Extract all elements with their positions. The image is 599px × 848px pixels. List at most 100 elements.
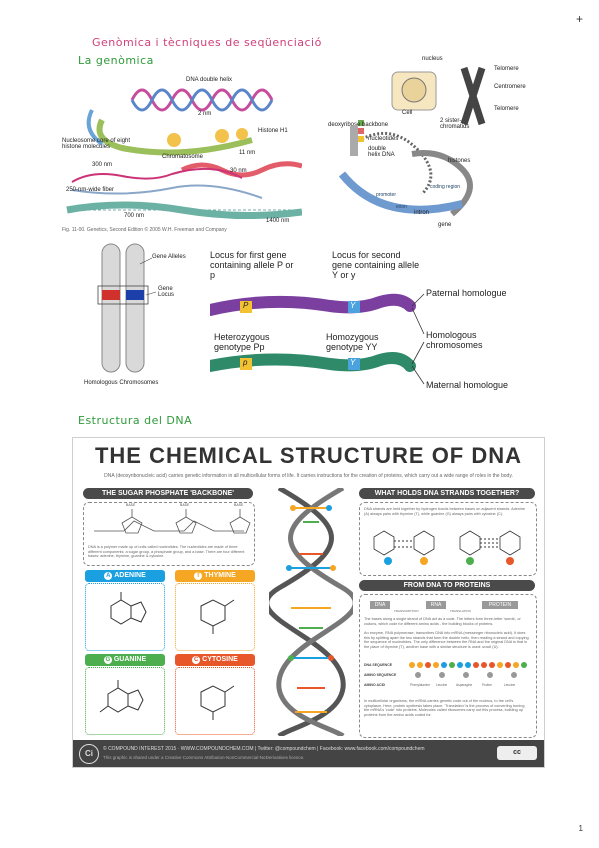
centromere-label: Centromere bbox=[494, 84, 526, 90]
flow-protein: PROTEIN bbox=[482, 601, 518, 609]
sequence-dot bbox=[457, 662, 463, 668]
translation-label: TRANSLATION bbox=[450, 609, 471, 613]
infographic-footer: Ci © COMPOUND INTEREST 2015 · WWW.COMPOU… bbox=[73, 740, 544, 767]
sequence-dot bbox=[425, 662, 431, 668]
holds-text: DNA strands are held together by hydroge… bbox=[364, 507, 526, 516]
thymine-label: THYMINE bbox=[204, 572, 236, 579]
locus-first-label: Locus for first gene containing allele P… bbox=[210, 250, 294, 280]
coding-region-label: coding region bbox=[430, 184, 461, 190]
dna-double-helix-label: DNA double helix bbox=[186, 77, 233, 83]
nucleus-label: nucleus bbox=[422, 56, 443, 62]
sequence-dot bbox=[497, 662, 503, 668]
sequence-dot bbox=[417, 662, 423, 668]
nm300-label: 300 nm bbox=[92, 162, 113, 168]
backbone-text: DNA is a polymer made up of units called… bbox=[88, 545, 245, 559]
amino-acid-5: Leucine bbox=[504, 683, 516, 687]
chromatin-figure: DNA double helix 2 nm Nucleosome core of… bbox=[62, 70, 303, 235]
cell-gene-illustration bbox=[338, 66, 486, 217]
nucleotides-label: nucleotides bbox=[368, 136, 399, 142]
proteins-text2: An enzyme, RNA polymerase, transcribes D… bbox=[364, 631, 529, 649]
alleles-figure: Gene Alleles Gene Locus Homologous Chrom… bbox=[80, 240, 190, 390]
subheading-genomica: La genòmica bbox=[78, 54, 154, 67]
amino-acid-4: Proline bbox=[482, 683, 492, 687]
heterozygous-label: Heterozygous genotype Pp bbox=[214, 332, 270, 352]
subheading-dna: Estructura del DNA bbox=[78, 414, 193, 427]
amino-dot bbox=[511, 672, 517, 678]
backbone-structure bbox=[94, 509, 251, 534]
base-label-1: BASE bbox=[126, 503, 136, 507]
cytosine-box bbox=[175, 667, 255, 735]
fiber250-label: 250-nm-wide fiber bbox=[66, 187, 115, 193]
exon-label: exon bbox=[396, 204, 407, 210]
infographic-title: THE CHEMICAL STRUCTURE OF DNA bbox=[94, 443, 523, 468]
footer-line2: This graphic is shared under a Creative … bbox=[103, 755, 305, 760]
proteins-header: FROM DNA TO PROTEINS bbox=[359, 580, 535, 591]
adenine-label: ADENINE bbox=[114, 572, 146, 579]
flow-dna: DNA bbox=[370, 601, 390, 609]
amino-dot bbox=[487, 672, 493, 678]
sequence-dot bbox=[465, 662, 471, 668]
adenine-structure bbox=[110, 592, 147, 625]
allele-p: p bbox=[243, 358, 248, 367]
cc-license-badge: cc bbox=[497, 746, 537, 760]
transcription-label: TRANSCRIPTION bbox=[394, 609, 419, 613]
base-label-3: BASE bbox=[234, 503, 244, 507]
locus-figure: Locus for first gene containing allele P… bbox=[204, 250, 530, 390]
histone-label: Histone H1 bbox=[258, 128, 288, 134]
promoter-label: promoter bbox=[376, 192, 397, 198]
sequence-dot bbox=[433, 662, 439, 668]
double-helix-label: double helix DNA bbox=[368, 146, 395, 158]
nucleosome-label: Nucleosome core of eight histone molecul… bbox=[62, 138, 131, 150]
gene-locus-label: Gene Locus bbox=[158, 286, 175, 298]
allele-Y2: Y bbox=[350, 358, 356, 367]
guanine-letter: G bbox=[103, 656, 112, 664]
helix-illustration bbox=[264, 485, 358, 739]
plus-mark: + bbox=[575, 12, 583, 26]
infographic-intro: DNA (deoxyribonucleic acid) carries gene… bbox=[104, 473, 513, 479]
proteins-box: DNA RNA PROTEIN TRANSCRIPTION TRANSLATIO… bbox=[359, 594, 537, 738]
nm1400-label: 1400 nm bbox=[266, 218, 290, 224]
sequence-dot bbox=[481, 662, 487, 668]
dna-sequence-label: DNA SEQUENCE bbox=[364, 663, 393, 667]
intron-label: intron bbox=[414, 210, 430, 216]
adenine-letter: A bbox=[104, 572, 113, 580]
guanine-structure bbox=[99, 680, 144, 713]
amino-acid-1: Phenylalanine bbox=[410, 683, 431, 687]
allele-Y: Y bbox=[350, 301, 356, 310]
sequence-dot bbox=[473, 662, 479, 668]
gene-label: gene bbox=[438, 222, 452, 228]
locus-second-label: Locus for second gene containing allele … bbox=[332, 250, 420, 280]
sequence-dot bbox=[441, 662, 447, 668]
homologous-chromosomes-label-2: Homologous chromosomes bbox=[426, 330, 483, 350]
cytosine-label: CYTOSINE bbox=[202, 656, 238, 663]
sequence-dot bbox=[505, 662, 511, 668]
amino-dot bbox=[415, 672, 421, 678]
backbone-box: BASE BASE BASE DNA is a polymer made up … bbox=[83, 502, 255, 566]
flow-rna: RNA bbox=[426, 601, 446, 609]
nm11-label: 11 nm bbox=[239, 150, 256, 156]
sequence-dot bbox=[489, 662, 495, 668]
chromatin-caption: Fig. 11-00. Genetics, Second Edition © 2… bbox=[62, 227, 227, 233]
maternal-label: Maternal homologue bbox=[426, 380, 509, 390]
thymine-letter: T bbox=[194, 572, 203, 580]
homologous-chromosomes-label: Homologous Chromosomes bbox=[84, 380, 159, 386]
sequence-dot bbox=[513, 662, 519, 668]
adenine-box bbox=[85, 583, 165, 651]
ci-logo: Ci bbox=[79, 744, 99, 764]
footer-line1: © COMPOUND INTEREST 2015 · WWW.COMPOUNDC… bbox=[103, 746, 425, 752]
amino-sequence-label: AMINO SEQUENCE bbox=[364, 673, 397, 677]
page-number: 1 bbox=[578, 824, 583, 833]
telomere-bottom-label: Telomere bbox=[494, 106, 519, 112]
sequence-dot bbox=[409, 662, 415, 668]
holds-header: WHAT HOLDS DNA STRANDS TOGETHER? bbox=[359, 488, 535, 499]
central-helix bbox=[264, 485, 358, 739]
homozygous-label: Homozygous genotype YY bbox=[326, 332, 379, 352]
amino-dot bbox=[463, 672, 469, 678]
dna-infographic: THE CHEMICAL STRUCTURE OF DNA DNA (deoxy… bbox=[72, 437, 545, 768]
backbone-header: THE SUGAR PHOSPHATE 'BACKBONE' bbox=[83, 488, 253, 499]
sister-chromatids-label: 2 sister-chromatids bbox=[440, 118, 470, 130]
histones-label: histones bbox=[448, 158, 471, 164]
